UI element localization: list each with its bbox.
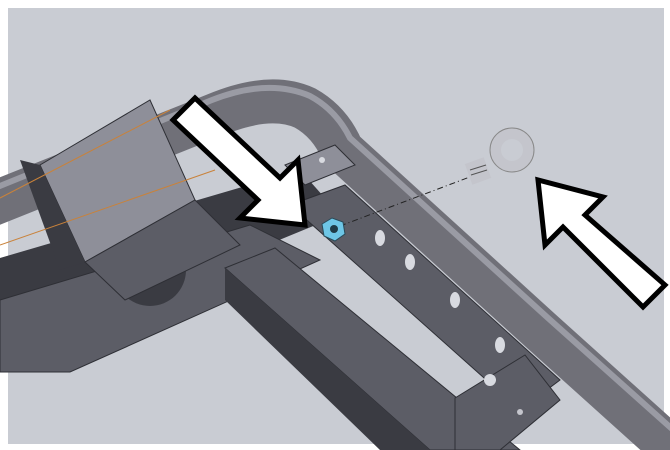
- bolt-axis-centerline: [339, 174, 476, 227]
- tube-rail: [0, 79, 670, 450]
- main-beam-side: [225, 268, 430, 450]
- side-rail: [289, 184, 561, 411]
- rail-holes: [375, 230, 505, 353]
- arrow-to-nut: [169, 94, 308, 228]
- arrow-to-eye-bolt: [535, 176, 669, 311]
- bracket-base: [84, 199, 241, 301]
- tube-rail-highlight: [0, 84, 670, 432]
- bracket-edge: [20, 160, 85, 270]
- sketch-line-a: [0, 109, 171, 199]
- eye-bolt[interactable]: [464, 127, 535, 185]
- selected-nut[interactable]: [321, 217, 346, 242]
- gusset-hole-small: [517, 409, 523, 415]
- corner-gusset: [454, 354, 561, 450]
- gusset-hole: [484, 374, 496, 386]
- tab-hole: [319, 157, 325, 163]
- sketch-line-b: [0, 169, 216, 246]
